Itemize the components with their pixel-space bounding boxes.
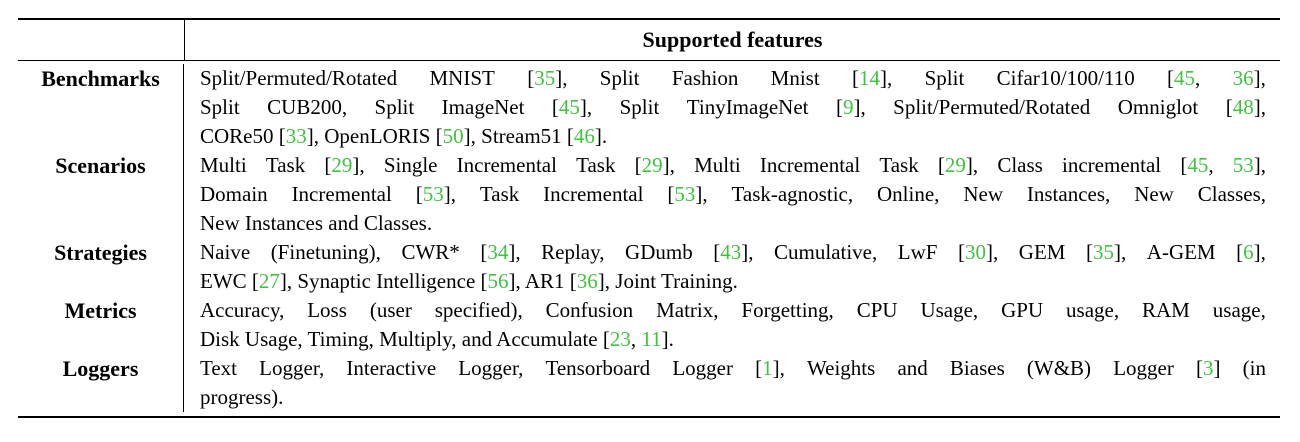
top-rule [18, 18, 1280, 20]
category-label: Benchmarks [18, 64, 184, 151]
category-label: Strategies [18, 238, 184, 296]
header-rule [18, 60, 1280, 61]
feature-line: CORe50 [33], OpenLORIS [50], Stream51 [4… [200, 124, 608, 148]
feature-line: Disk Usage, Timing, Multiply, and Accumu… [200, 327, 674, 351]
header-empty-cell [18, 20, 185, 60]
header-row: Supported features [18, 20, 1280, 60]
feature-line: New Instances and Classes. [200, 211, 433, 235]
feature-line: EWC [27], Synaptic Intelligence [56], AR… [200, 269, 738, 293]
category-label: Loggers [18, 354, 184, 412]
table-row: Strategies Naive(Finetuning),CWR*[34],Rep… [18, 238, 1280, 296]
feature-list: Naive(Finetuning),CWR*[34],Replay,GDumb[… [184, 238, 1280, 296]
category-label: Metrics [18, 296, 184, 354]
bottom-rule [18, 416, 1280, 418]
header-title: Supported features [642, 27, 823, 52]
feature-line: Naive(Finetuning),CWR*[34],Replay,GDumb[… [200, 240, 1266, 264]
feature-line: progress). [200, 385, 284, 409]
category-label: Scenarios [18, 151, 184, 238]
features-table: Supported features Benchmarks Split/Permu… [18, 18, 1280, 418]
